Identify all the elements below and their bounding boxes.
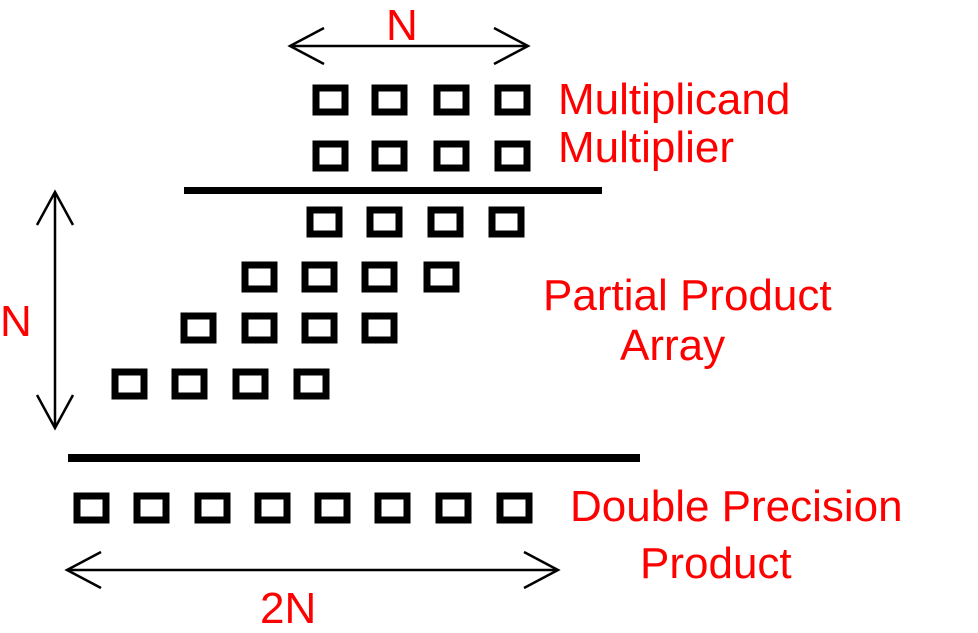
bit-box [361, 261, 398, 293]
multiplier-label: Multiplier [558, 123, 735, 172]
product-label: Double Precision [570, 482, 903, 531]
product-row [73, 492, 533, 524]
bit-box [133, 492, 170, 524]
multiplicand-label: Multiplicand [558, 75, 791, 124]
bit-box [494, 84, 531, 116]
bit-box [254, 492, 291, 524]
product-width-label: 2N [260, 584, 317, 633]
bit-box [488, 206, 525, 238]
partial-product-row [306, 206, 525, 238]
partial-product-row [180, 312, 398, 344]
multiplier-row [312, 140, 531, 172]
bit-box [180, 312, 217, 344]
top-width-arrow [287, 26, 531, 66]
multiplicand-row [312, 84, 531, 116]
bit-box [433, 140, 470, 172]
bit-box [293, 368, 330, 400]
partial-product-label: Partial Product [543, 271, 832, 320]
separator-line-bottom [68, 454, 640, 462]
bit-box [241, 312, 278, 344]
bit-box [312, 84, 349, 116]
bit-box [435, 492, 472, 524]
operand-width-label: N [386, 1, 418, 50]
bit-box [371, 140, 408, 172]
bit-box [73, 492, 110, 524]
bit-box [301, 261, 338, 293]
bit-box [312, 140, 349, 172]
bit-box [314, 492, 351, 524]
partial-product-row [241, 261, 460, 293]
bit-box [366, 206, 403, 238]
bit-box [111, 368, 148, 400]
bit-box [423, 261, 460, 293]
bit-box [361, 312, 398, 344]
bit-box [427, 206, 464, 238]
bit-box [494, 140, 531, 172]
bit-box [371, 84, 408, 116]
bit-box [433, 84, 470, 116]
bit-box [194, 492, 231, 524]
product-label-line2: Product [640, 539, 792, 588]
bit-box [306, 206, 343, 238]
left-height-arrow [35, 189, 75, 431]
partial-product-label-line2: Array [620, 321, 726, 370]
bit-box [171, 368, 208, 400]
array-height-label: N [0, 297, 32, 346]
bit-box [301, 312, 338, 344]
bottom-width-arrow [64, 550, 561, 590]
separator-line-top [184, 187, 602, 194]
bit-box [496, 492, 533, 524]
bit-box [241, 261, 278, 293]
bit-box [232, 368, 269, 400]
partial-product-row [111, 368, 330, 400]
bit-box [374, 492, 411, 524]
